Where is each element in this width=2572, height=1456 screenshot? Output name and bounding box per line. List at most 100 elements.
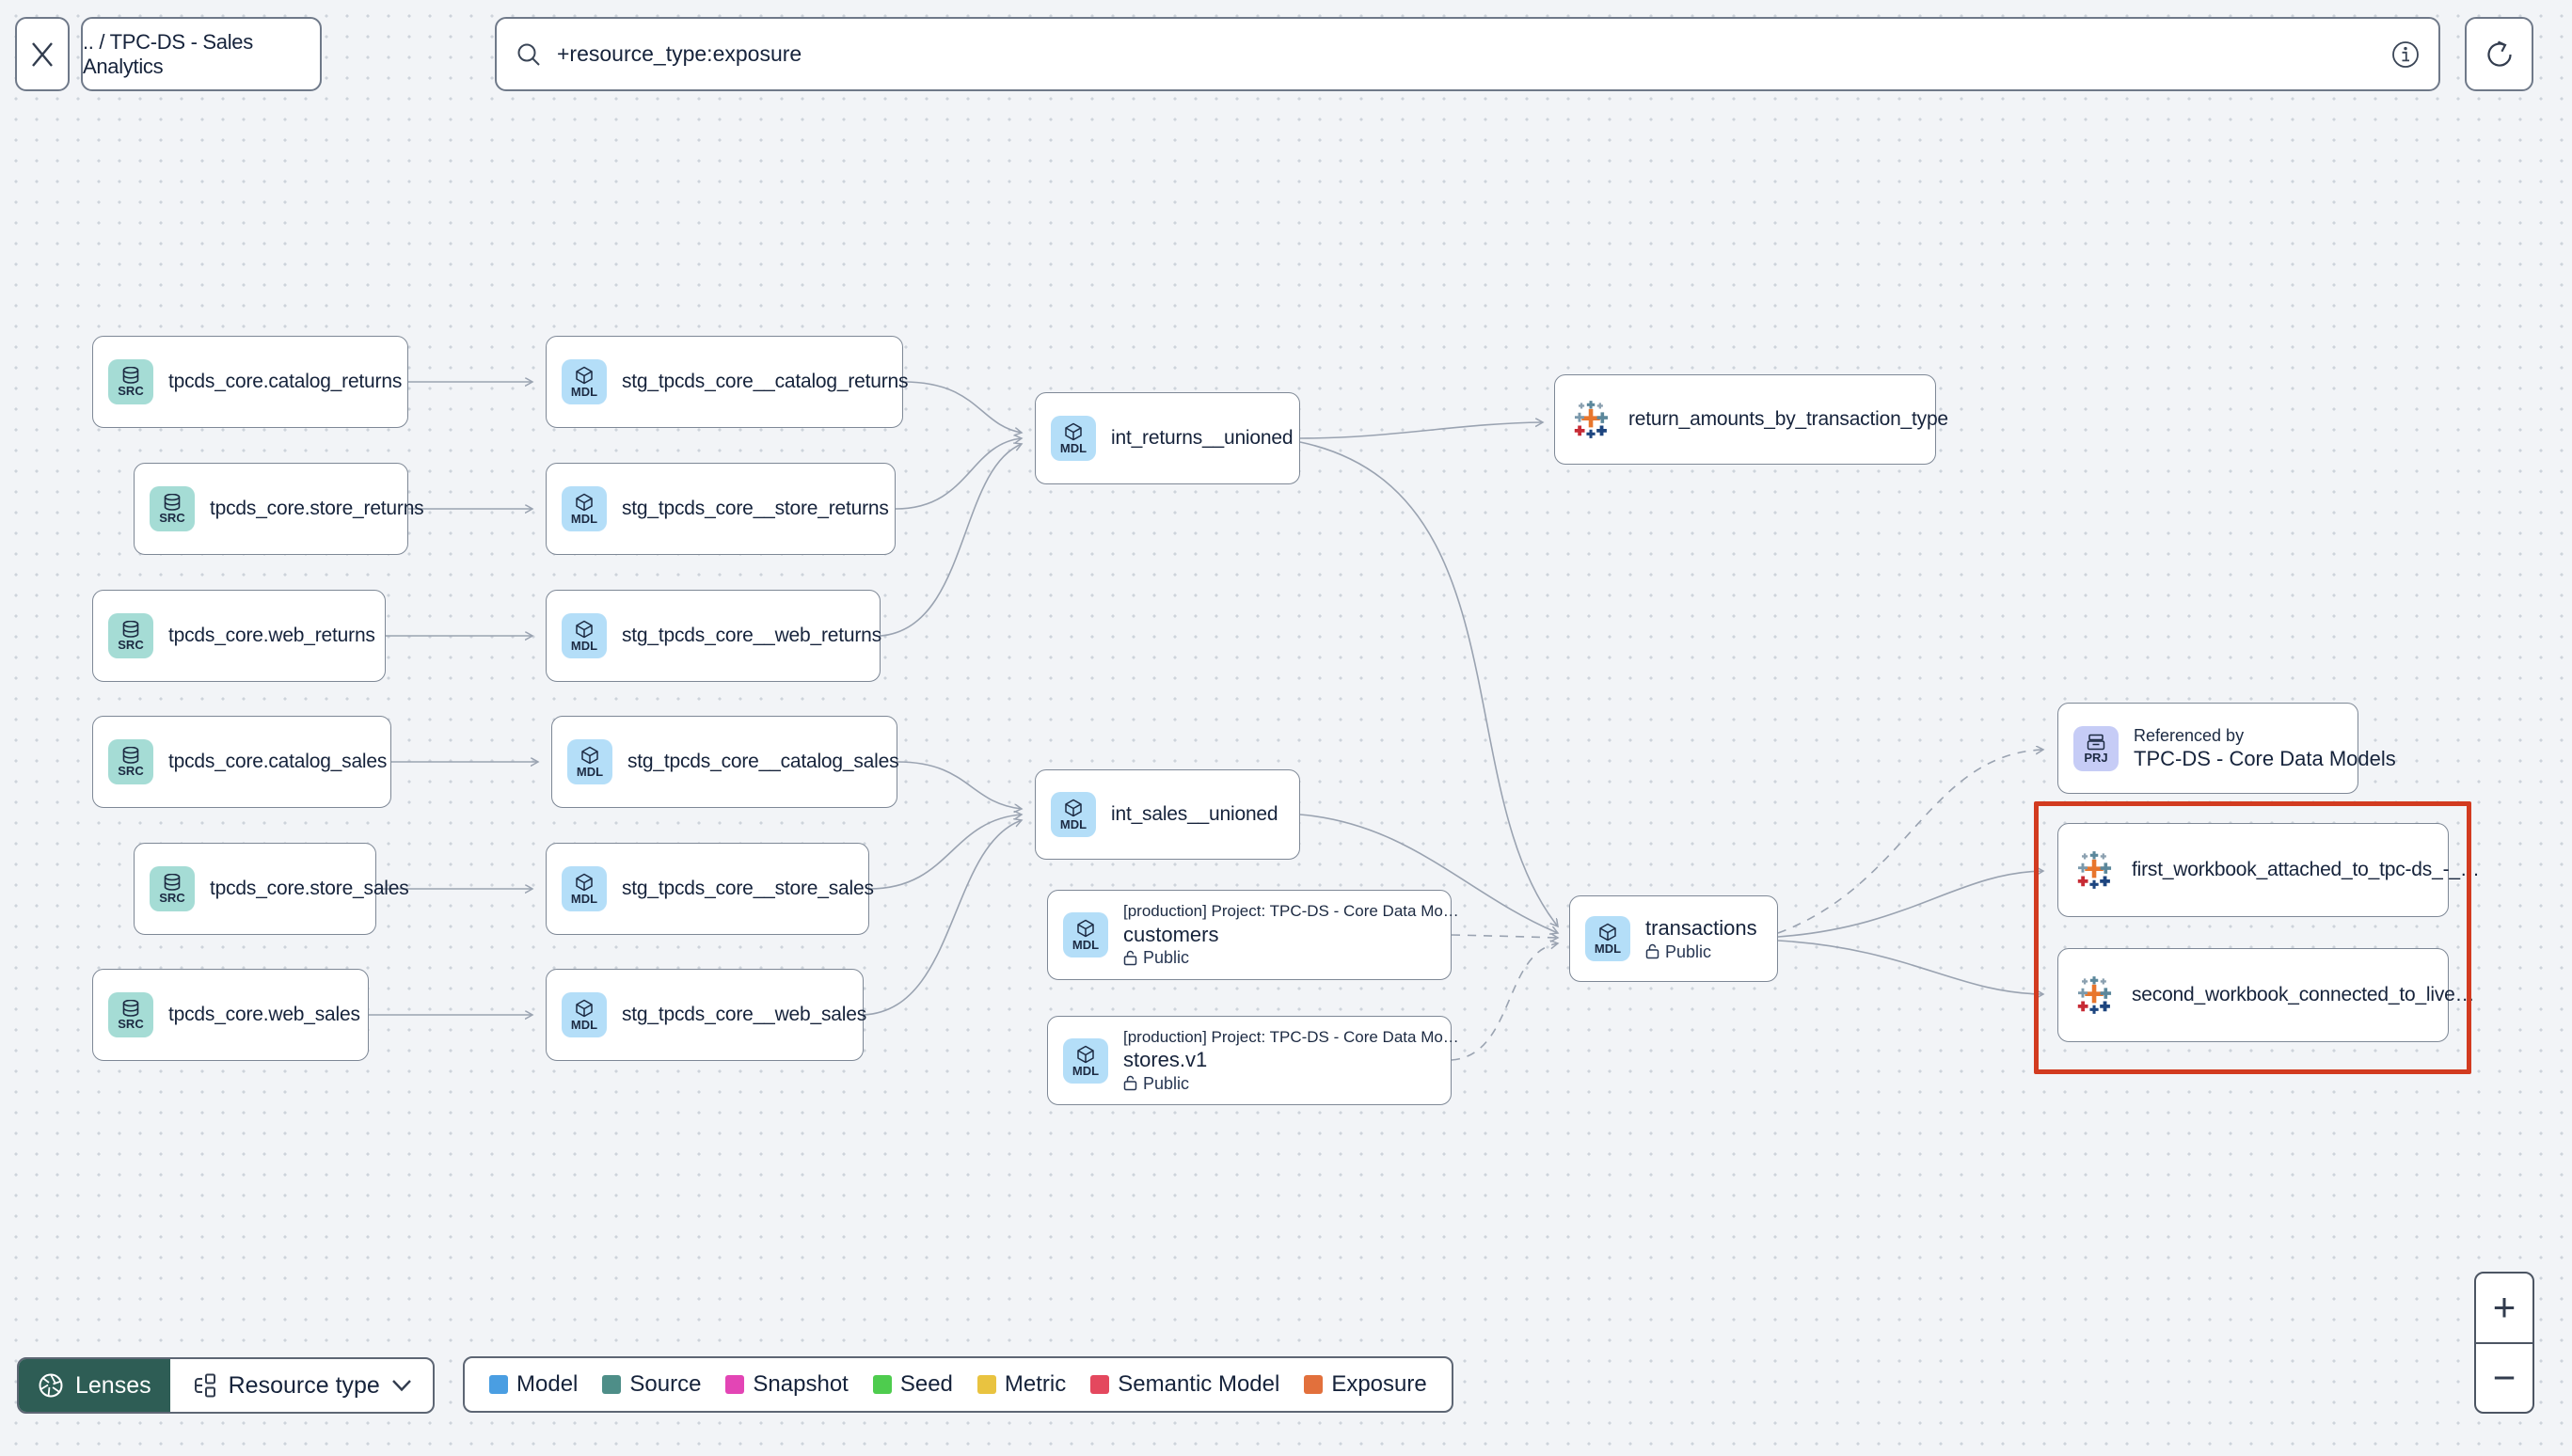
source-swatch	[602, 1375, 622, 1394]
badge-label: PRJ	[2084, 750, 2108, 765]
node-access: Public	[1123, 1073, 1459, 1095]
exposure-node[interactable]: second_workbook_connected_to_live…	[2057, 948, 2475, 1042]
badge-label: MDL	[570, 512, 598, 526]
cube-icon	[575, 999, 594, 1018]
model-node[interactable]: MDL stg_tpcds_core__store_returns	[546, 463, 896, 555]
node-label: second_workbook_connected_to_live…	[2132, 984, 2475, 1005]
source-node[interactable]: SRC tpcds_core.catalog_returns	[92, 336, 408, 428]
search-bar[interactable]	[495, 17, 2440, 91]
model-node[interactable]: MDL stg_tpcds_core__catalog_returns	[546, 336, 909, 428]
node-text: [production] Project: TPC-DS - Core Data…	[1123, 901, 1459, 968]
model-badge: MDL	[1063, 912, 1108, 957]
source-node[interactable]: SRC tpcds_core.web_returns	[92, 590, 386, 682]
cube-icon	[1598, 923, 1617, 942]
breadcrumb[interactable]: .. / TPC-DS - Sales Analytics	[81, 17, 322, 91]
lock-open-icon	[1645, 943, 1659, 959]
node-label: stg_tpcds_core__store_sales	[622, 878, 874, 899]
model-node-stores[interactable]: MDL [production] Project: TPC-DS - Core …	[1047, 1016, 1459, 1105]
exposure-node[interactable]: return_amounts_by_transaction_type	[1554, 374, 1948, 465]
source-node[interactable]: SRC tpcds_core.store_returns	[134, 463, 424, 555]
model-node[interactable]: MDL stg_tpcds_core__web_sales	[546, 969, 866, 1061]
chevron-down-icon	[391, 1379, 412, 1392]
model-node-customers[interactable]: MDL [production] Project: TPC-DS - Core …	[1047, 890, 1459, 980]
legend-item-metric: Metric	[976, 1371, 1066, 1398]
node-text: transactions Public	[1645, 915, 1757, 962]
model-badge: MDL	[1063, 1037, 1108, 1084]
source-node[interactable]: SRC tpcds_core.store_sales	[134, 843, 409, 935]
lenses-button[interactable]: Lenses	[19, 1359, 170, 1412]
legend-item-model: Model	[489, 1371, 578, 1398]
zoom-control[interactable]: + −	[2474, 1272, 2534, 1414]
seed-swatch	[872, 1375, 892, 1394]
database-icon	[121, 747, 140, 764]
node-label: stg_tpcds_core__catalog_returns	[622, 371, 909, 392]
cube-icon	[575, 620, 594, 639]
legend-item-exposure: Exposure	[1304, 1371, 1427, 1398]
cube-icon	[580, 746, 599, 765]
badge-label: MDL	[570, 892, 598, 906]
cube-icon	[575, 873, 594, 892]
model-badge: MDL	[562, 866, 607, 911]
zoom-in-button[interactable]: +	[2476, 1274, 2532, 1344]
model-node[interactable]: MDL int_returns__unioned	[1035, 392, 1300, 484]
close-button[interactable]	[15, 17, 70, 91]
node-label: tpcds_core.web_returns	[168, 625, 375, 646]
badge-label: MDL	[570, 639, 598, 653]
info-icon[interactable]	[2391, 40, 2420, 69]
referenced-project-name: TPC-DS - Core Data Models	[2134, 747, 2396, 770]
model-node[interactable]: MDL int_sales__unioned	[1035, 769, 1300, 860]
lenses-control[interactable]: Lenses Resource type	[17, 1357, 435, 1414]
badge-label: SRC	[159, 511, 185, 525]
source-badge: SRC	[108, 739, 153, 784]
node-label: return_amounts_by_transaction_type	[1628, 408, 1948, 430]
legend-item-snapshot: Snapshot	[725, 1371, 849, 1398]
access-label: Public	[1143, 948, 1190, 968]
exposure-node[interactable]: first_workbook_attached_to_tpc-ds_-_…	[2057, 823, 2480, 917]
refresh-icon	[2484, 39, 2516, 71]
badge-label: MDL	[1072, 938, 1100, 952]
referenced-by-label: Referenced by	[2134, 725, 2245, 745]
badge-label: MDL	[1072, 1063, 1100, 1078]
model-swatch	[489, 1375, 508, 1394]
project-badge: PRJ	[2073, 725, 2119, 771]
model-node[interactable]: MDL stg_tpcds_core__web_returns	[546, 590, 881, 682]
legend-item-source: Source	[602, 1371, 701, 1398]
model-node-transactions[interactable]: MDL transactions Public	[1569, 895, 1778, 982]
source-node[interactable]: SRC tpcds_core.catalog_sales	[92, 716, 391, 808]
search-input[interactable]	[555, 40, 2378, 68]
badge-label: SRC	[118, 1017, 144, 1031]
source-node[interactable]: SRC tpcds_core.web_sales	[92, 969, 369, 1061]
node-label: first_workbook_attached_to_tpc-ds_-_…	[2132, 859, 2480, 880]
zoom-out-button[interactable]: −	[2492, 1354, 2516, 1400]
referenced-by-node[interactable]: PRJ Referenced by TPC-DS - Core Data Mod…	[2057, 703, 2396, 794]
node-access: Public	[1645, 942, 1757, 963]
badge-label: MDL	[1059, 441, 1088, 455]
lock-open-icon	[1123, 1075, 1137, 1091]
node-label: int_sales__unioned	[1111, 803, 1278, 825]
node-label: stg_tpcds_core__catalog_sales	[627, 751, 899, 772]
legend-label: Seed	[899, 1371, 953, 1397]
tableau-icon	[1570, 398, 1613, 441]
database-icon	[163, 494, 182, 511]
cube-icon	[1064, 799, 1083, 817]
model-node[interactable]: MDL stg_tpcds_core__catalog_sales	[551, 716, 899, 808]
lock-open-icon	[1123, 950, 1137, 966]
badge-label: SRC	[118, 764, 144, 778]
badge-label: MDL	[570, 1018, 598, 1032]
resource-type-dropdown[interactable]: Resource type	[170, 1359, 433, 1412]
badge-label: MDL	[570, 385, 598, 399]
lenses-label: Lenses	[75, 1371, 151, 1399]
node-label: stg_tpcds_core__store_returns	[622, 498, 889, 519]
source-badge: SRC	[108, 613, 153, 658]
source-badge: SRC	[108, 992, 153, 1037]
node-label: transactions	[1645, 916, 1757, 940]
cube-icon	[1064, 422, 1083, 441]
close-icon	[30, 41, 55, 67]
model-badge: MDL	[1585, 916, 1630, 961]
cube-icon	[1076, 919, 1095, 938]
resource-graph-icon	[191, 1372, 217, 1399]
badge-label: SRC	[118, 638, 144, 652]
model-node[interactable]: MDL stg_tpcds_core__store_sales	[546, 843, 874, 935]
refresh-button[interactable]	[2465, 17, 2533, 91]
